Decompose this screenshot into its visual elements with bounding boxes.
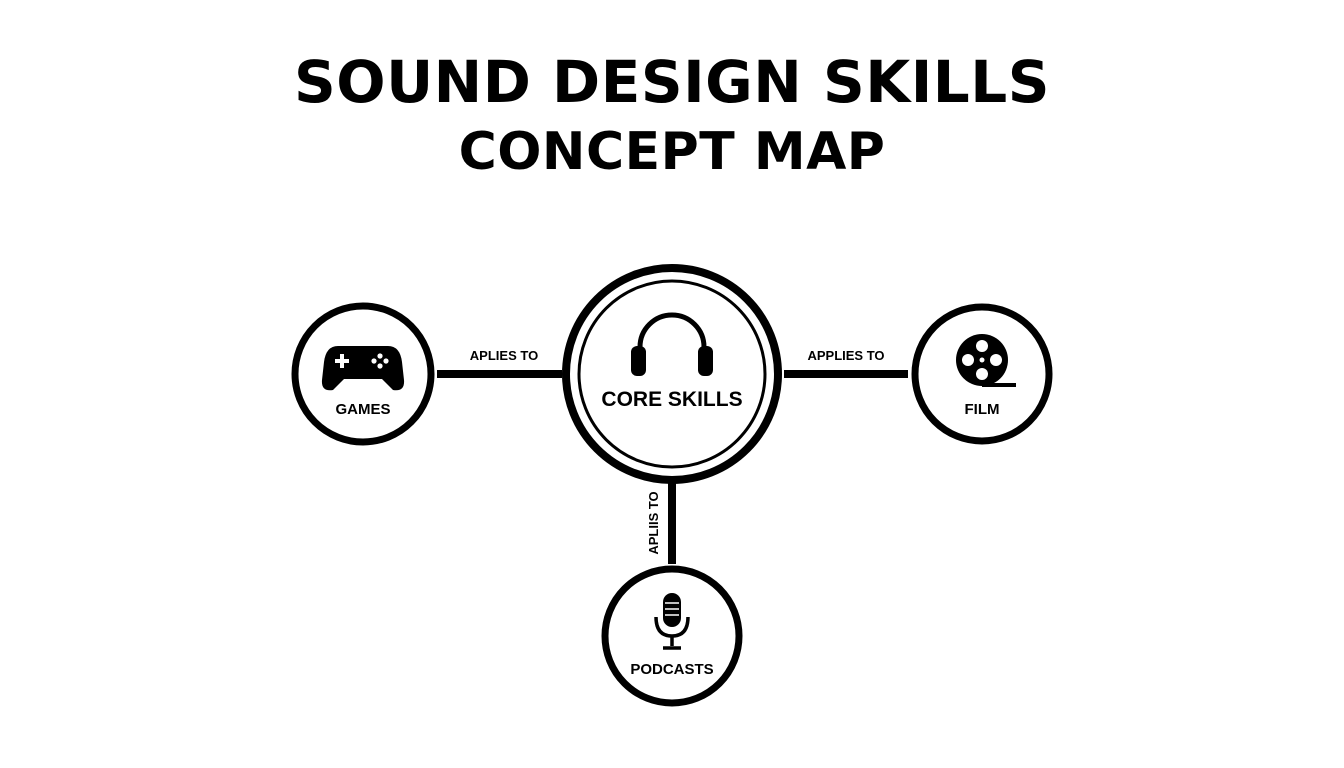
film-reel-icon [956, 334, 1016, 387]
node-label-core: CORE SKILLS [601, 388, 742, 411]
node-podcasts[interactable]: PODCASTS [601, 565, 743, 707]
microphone-icon [654, 593, 690, 650]
node-label-film: FILM [965, 401, 1000, 418]
node-film[interactable]: FILM [911, 303, 1053, 445]
edge-label-film: APPLIES TO [807, 348, 884, 363]
node-label-podcasts: PODCASTS [630, 661, 713, 678]
page-title: SOUND DESIGN SKILLS [294, 48, 1050, 116]
edge-label-games: APLIES TO [470, 348, 538, 363]
page-subtitle: CONCEPT MAP [458, 122, 886, 182]
headphones-icon [631, 312, 713, 376]
gamepad-icon [321, 346, 405, 391]
node-label-games: GAMES [335, 401, 390, 418]
edge-label-podcasts: APLIIS TO [646, 491, 661, 554]
node-games[interactable]: GAMES [291, 302, 435, 446]
node-core-skills[interactable]: CORE SKILLS [562, 264, 782, 484]
